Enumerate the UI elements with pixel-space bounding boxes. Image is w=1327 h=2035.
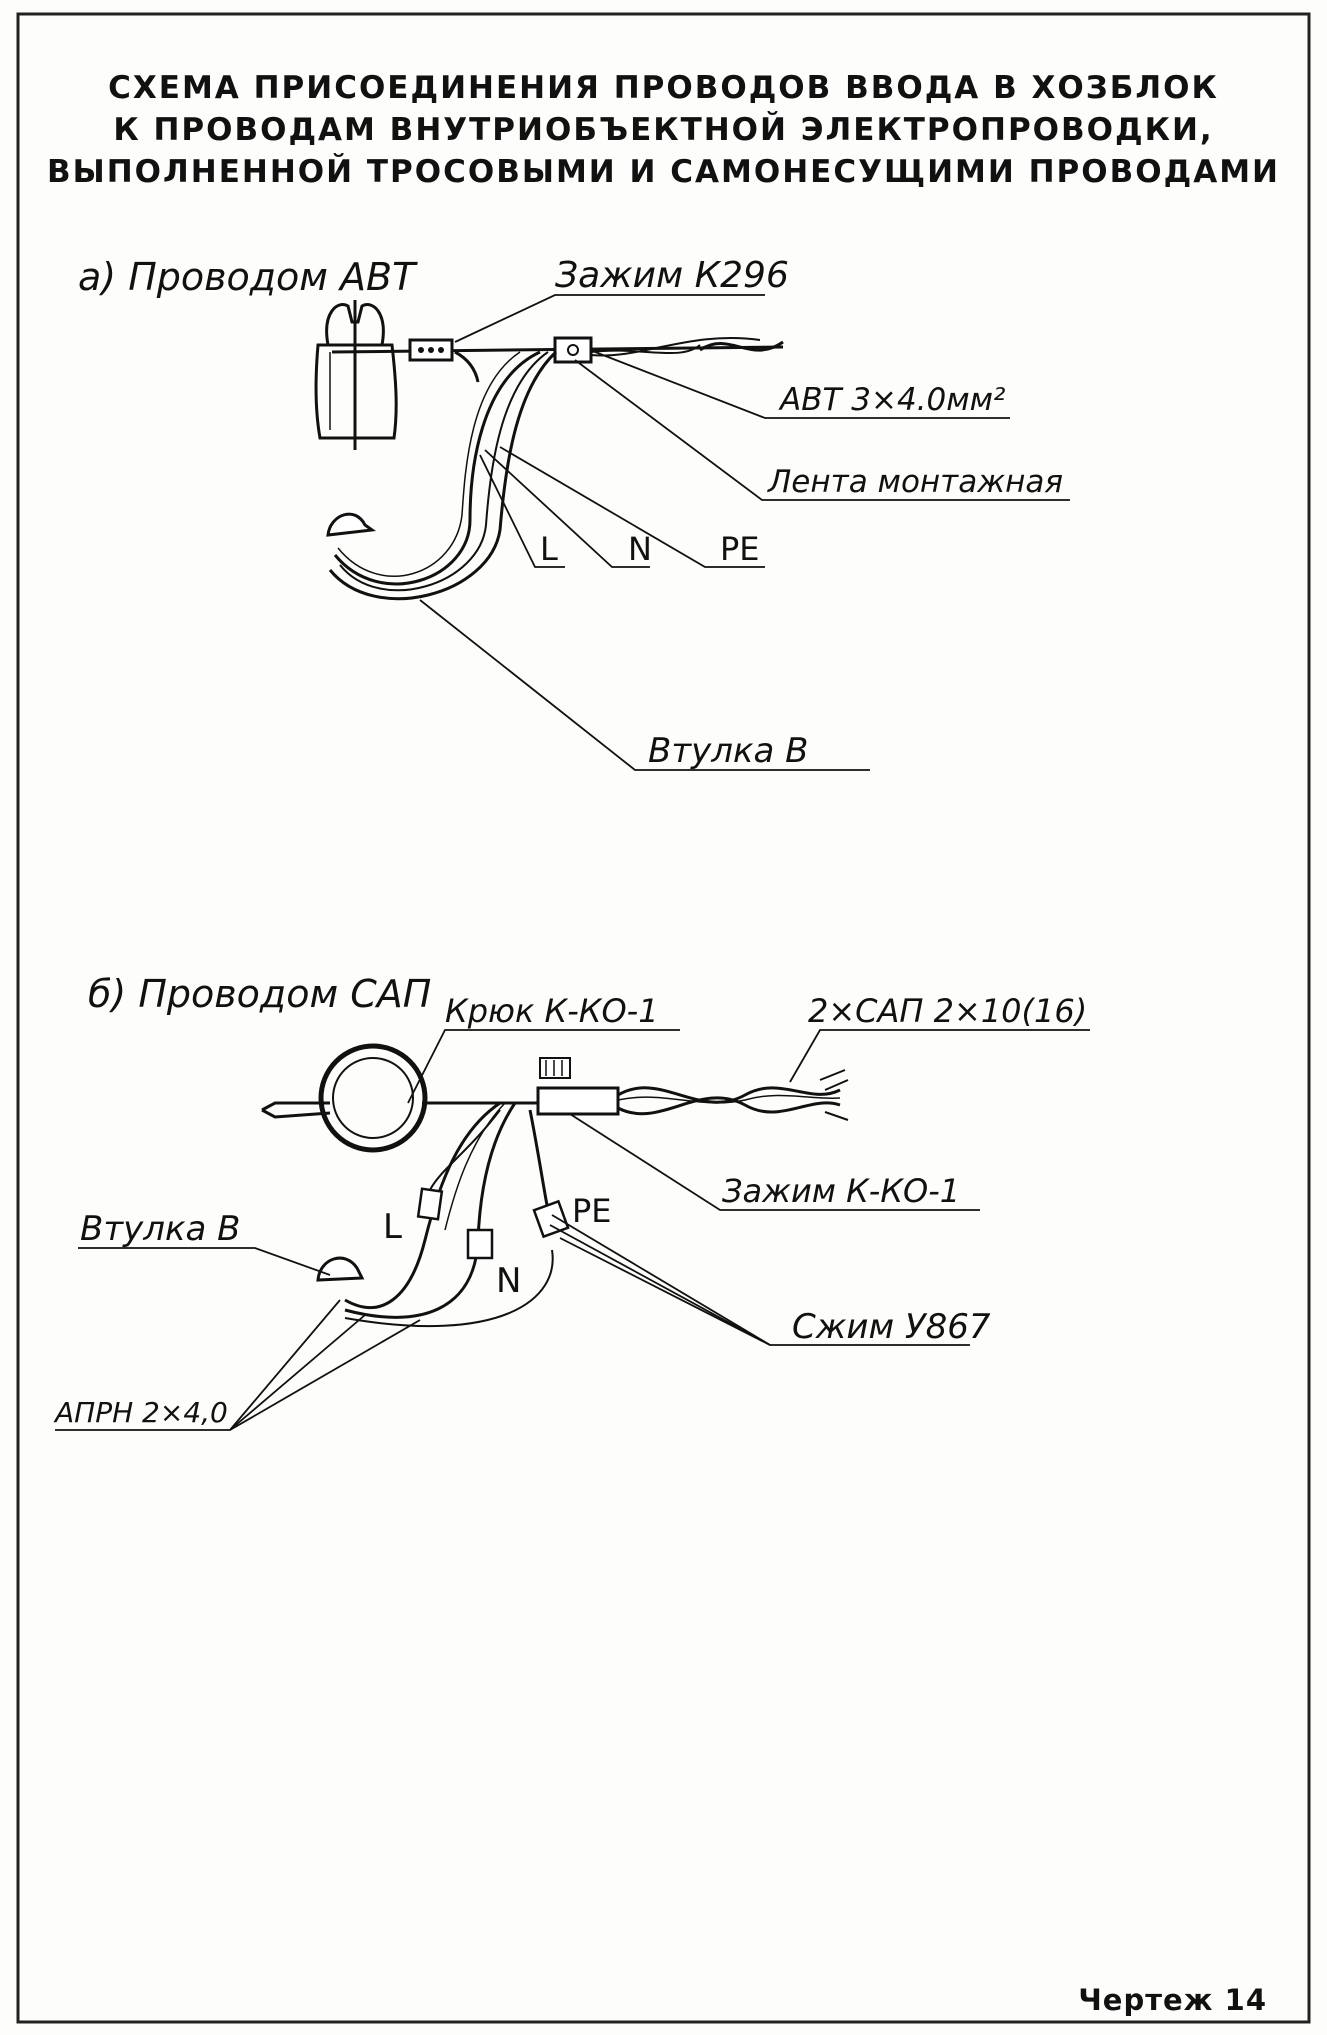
label-squeeze-u867: Сжим У867 xyxy=(792,1307,991,1347)
hook-drawing xyxy=(261,1043,428,1153)
section-b: б) Проводом САП xyxy=(53,972,1090,1431)
section-a-heading: а) Проводом АВТ xyxy=(78,255,418,299)
section-b-heading: б) Проводом САП xyxy=(88,972,431,1016)
label-hook: Крюк К-КО-1 xyxy=(445,992,659,1030)
label-clamp-k296: Зажим К296 xyxy=(555,255,789,296)
label-b-l: L xyxy=(383,1207,402,1247)
label-b-pe: PE xyxy=(572,1192,612,1230)
squeeze-connectors xyxy=(416,1187,570,1260)
label-wire-avt: АВТ 3×4.0мм² xyxy=(778,382,1005,418)
tape-drawing xyxy=(553,336,593,364)
label-b-n: N xyxy=(496,1261,521,1301)
clamp-k296-drawing xyxy=(408,338,480,383)
bushing-a-drawing xyxy=(326,512,377,537)
label-a-pe: PE xyxy=(720,530,760,568)
leaders-a xyxy=(419,294,1070,771)
label-clamp-k-ko-1: Зажим К-КО-1 xyxy=(722,1172,960,1210)
label-sleeve-a: Втулка В xyxy=(648,731,809,771)
label-aprn: АПРН 2×4,0 xyxy=(53,1396,228,1429)
label-a-l: L xyxy=(540,530,558,568)
sap-cable-drawing xyxy=(617,1069,849,1121)
wire-bundle-a xyxy=(328,336,761,601)
title-line-1: СХЕМА ПРИСОЕДИНЕНИЯ ПРОВОДОВ ВВОДА В ХОЗ… xyxy=(108,70,1219,106)
title-line-3: ВЫПОЛНЕННОЙ ТРОСОВЫМИ И САМОНЕСУЩИМИ ПРО… xyxy=(46,154,1281,190)
label-a-n: N xyxy=(628,530,652,568)
drawing-number: Чертеж 14 xyxy=(1078,1983,1267,2017)
section-a: а) Проводом АВТ xyxy=(78,255,1070,771)
label-sleeve-b: Втулка В xyxy=(80,1209,241,1249)
insulator-drawing xyxy=(314,300,398,450)
leaders-b xyxy=(55,1029,1090,1431)
title-line-2: К ПРОВОДАМ ВНУТРИОБЪЕКТНОЙ ЭЛЕКТРОПРОВОД… xyxy=(113,112,1214,148)
sheet-frame xyxy=(16,12,1311,2024)
label-mounting-tape: Лента монтажная xyxy=(767,464,1063,500)
clamp-k-ko-1-drawing xyxy=(536,1057,620,1116)
wire-bundle-b xyxy=(344,1101,554,1327)
label-wire-sap: 2×САП 2×10(16) xyxy=(808,992,1087,1030)
bushing-b-drawing xyxy=(316,1256,365,1282)
